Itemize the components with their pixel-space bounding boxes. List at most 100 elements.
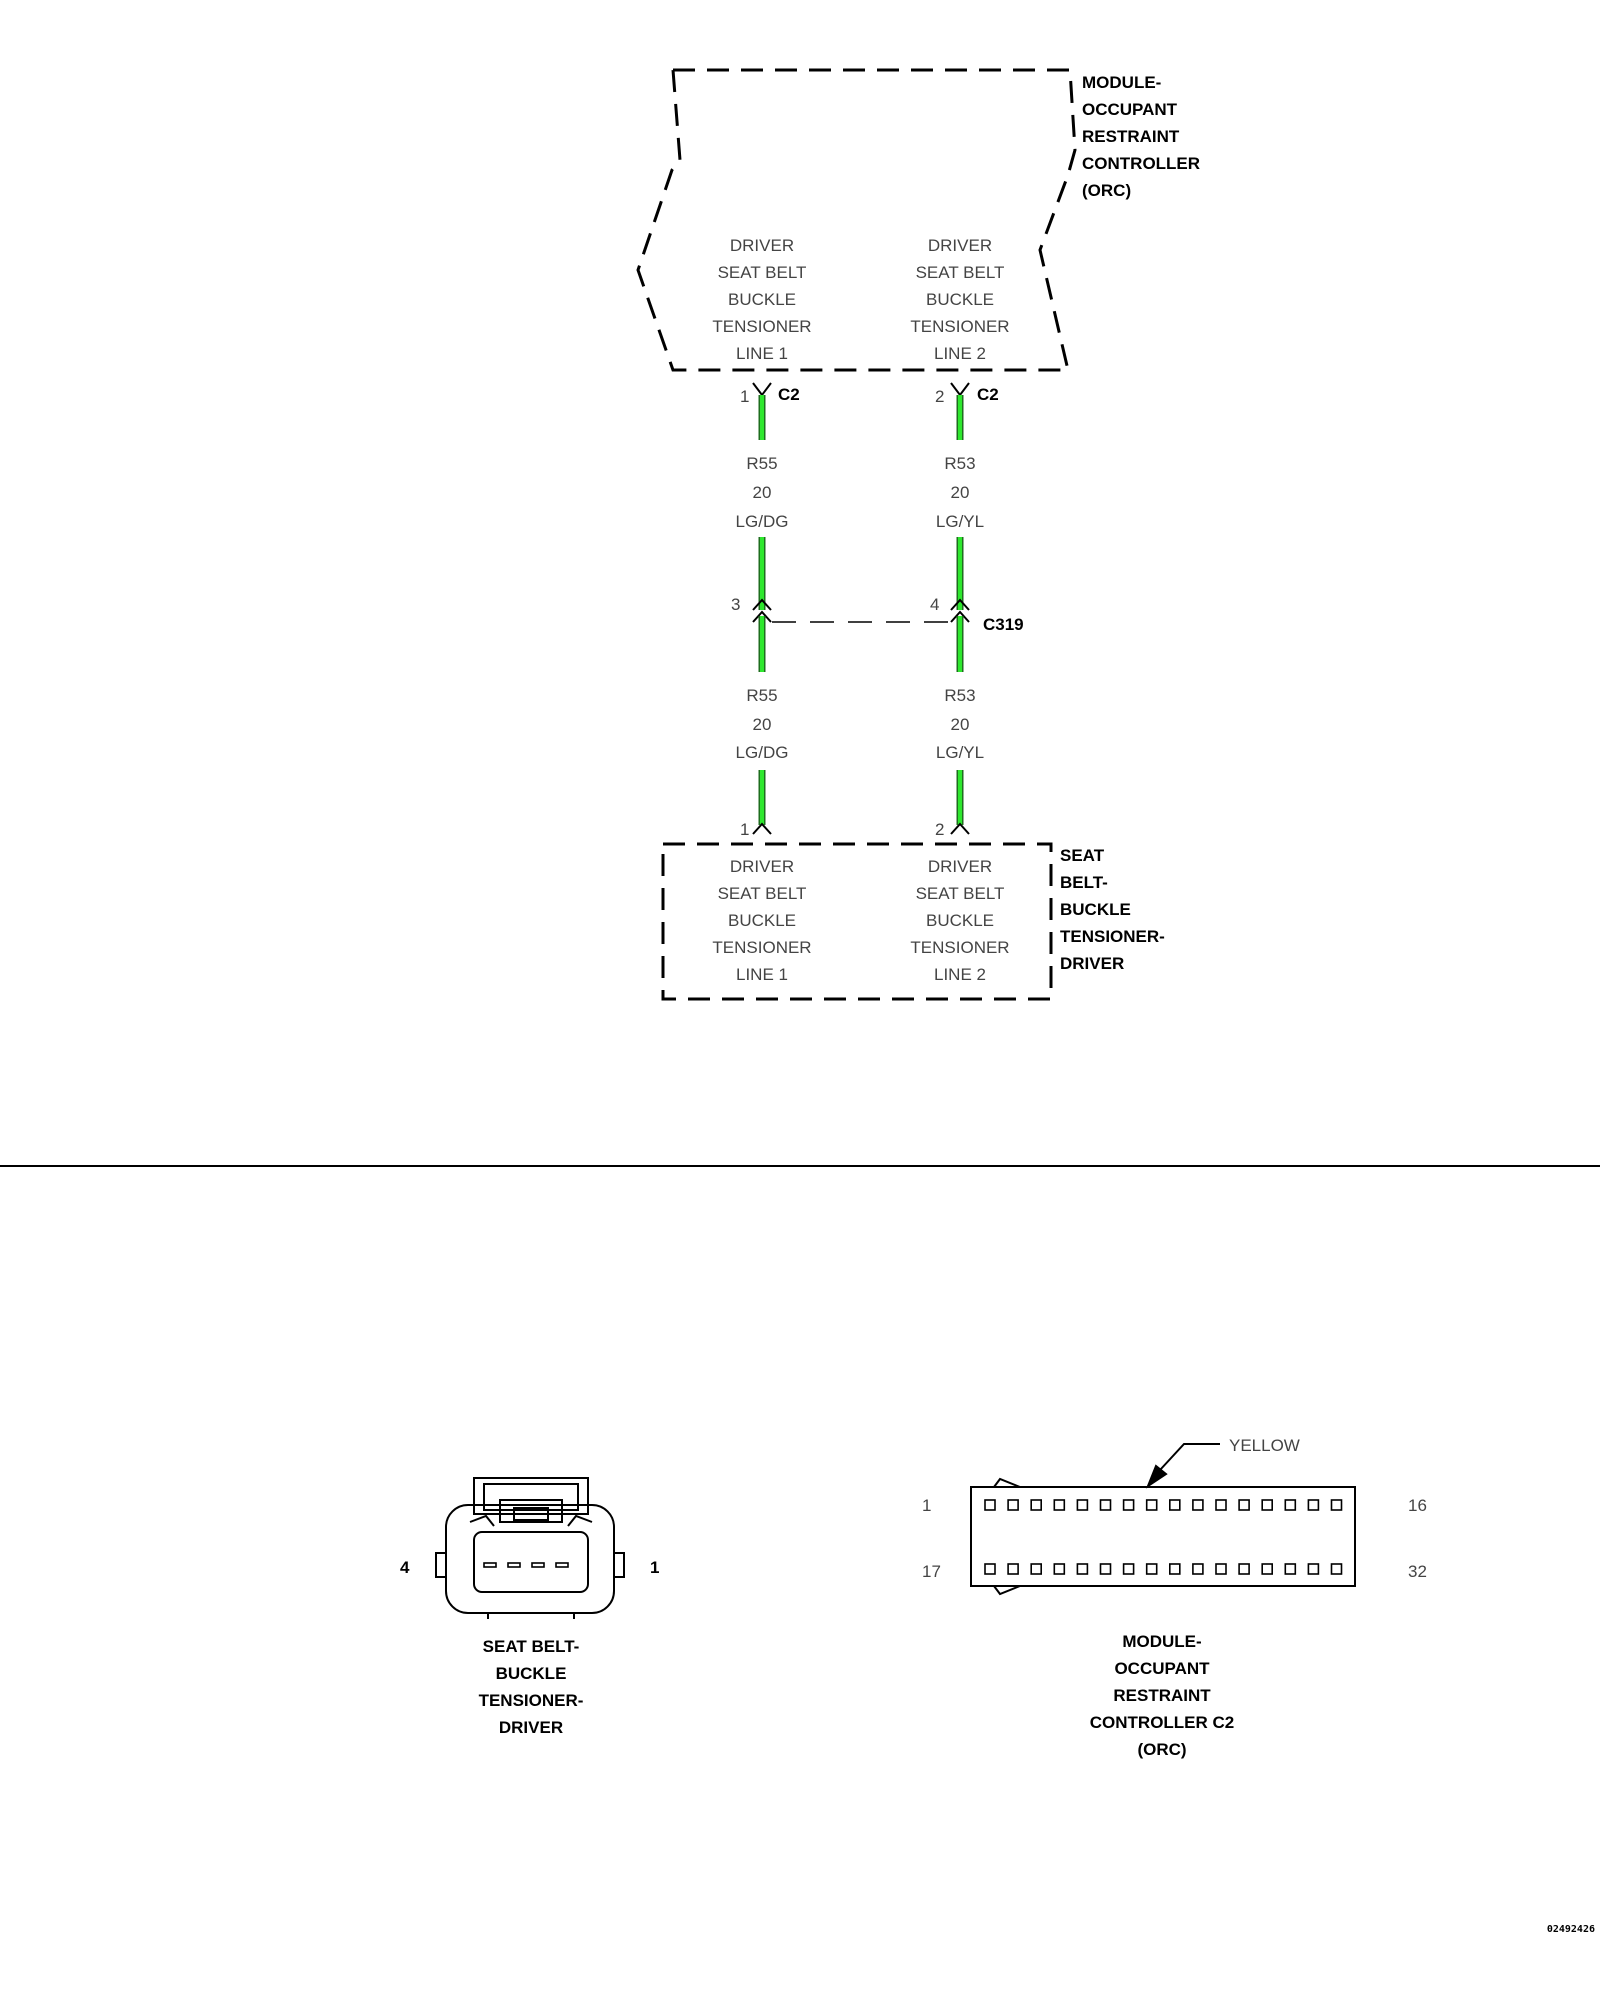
orc-c2-pin-cavity <box>1099 1499 1112 1511</box>
orc-c2-face-title-line: OCCUPANT <box>1114 1659 1210 1678</box>
tensioner-face-title: SEAT BELT- BUCKLE TENSIONER- DRIVER <box>479 1637 584 1737</box>
yellow-pointer-arrowhead <box>1145 1464 1168 1489</box>
orc-module: MODULE- OCCUPANT RESTRAINT CONTROLLER (O… <box>636 68 1200 372</box>
orc-c2-pin-cavity <box>1053 1563 1066 1575</box>
pin-label-line: LINE 1 <box>736 965 788 984</box>
tensioner-face-title-line: SEAT BELT- <box>483 1637 580 1656</box>
c2-label-left: C2 <box>778 385 800 404</box>
orc-c2-pin-cavity <box>1053 1499 1066 1511</box>
orc-c2-pin-cavity <box>984 1499 996 1511</box>
orc-c2-face-title-line: MODULE- <box>1122 1632 1201 1651</box>
orc-c2-pin-cavity <box>1330 1499 1343 1511</box>
orc-c2-connector-face: YELLOW 1 16 17 32 MODULE- OCCUPANT RESTR… <box>922 1436 1427 1759</box>
orc-c2-pin-cavity <box>1330 1563 1343 1575</box>
tensioner-face-tab-right <box>613 1552 625 1578</box>
connector-c319: 3 4 C319 <box>731 595 1024 634</box>
wire-lower-labels: R55 20 LG/DG R53 20 LG/YL <box>736 686 985 762</box>
tensioner-face-key <box>499 1499 563 1523</box>
orc-c2-pin-cavity <box>1284 1499 1297 1511</box>
tensioner-title-line: TENSIONER- <box>1060 927 1165 946</box>
c2-pin2-symbol <box>950 382 970 397</box>
pin-label-line: SEAT BELT <box>718 263 807 282</box>
orc-c2-face-body <box>970 1486 1356 1587</box>
pin-label-line: DRIVER <box>730 857 794 876</box>
pin-label-line: SEAT BELT <box>718 884 807 903</box>
tensioner-pin2-number: 2 <box>935 820 944 839</box>
orc-c2-pin-cavity <box>1307 1499 1320 1511</box>
tensioner-face-clip-left <box>469 1514 495 1527</box>
c319-pin3-symbol-lower <box>752 610 772 623</box>
tensioner-title-line: BELT- <box>1060 873 1108 892</box>
pin-label-line: BUCKLE <box>728 290 796 309</box>
wire-color-label: LG/YL <box>936 743 984 762</box>
orc-c2-pin-cavity <box>1307 1563 1320 1575</box>
tensioner-connector-face: 4 1 SEAT BELT- BUCKLE TENSIONER- DRIVER <box>400 1477 659 1737</box>
wire-color-label: LG/YL <box>936 512 984 531</box>
orc-c2-pin-cavity <box>1284 1563 1297 1575</box>
c319-pin3-symbol-upper <box>752 598 772 611</box>
orc-c2-pin-cavity <box>1145 1563 1158 1575</box>
orc-title-line: MODULE- <box>1082 73 1161 92</box>
pin-label-line: DRIVER <box>730 236 794 255</box>
tensioner-face-cavity <box>473 1531 589 1593</box>
orc-c2-pin-cavity <box>1122 1499 1135 1511</box>
c319-pin4-symbol-upper <box>950 598 970 611</box>
orc-c2-pin-cavity <box>1007 1499 1019 1511</box>
pin-label-line: LINE 1 <box>736 344 788 363</box>
tensioner-face-pin <box>507 1562 521 1568</box>
orc-c2-pin-cavity <box>1122 1563 1135 1575</box>
c2-label-right: C2 <box>977 385 999 404</box>
orc-module-title: MODULE- OCCUPANT RESTRAINT CONTROLLER (O… <box>1082 73 1200 200</box>
wire-upper-labels: R55 20 LG/DG R53 20 LG/YL <box>736 454 985 531</box>
pin-label-line: TENSIONER <box>712 938 811 957</box>
tensioner-face-pin1-number: 1 <box>650 1558 659 1577</box>
wire-gauge-label: 20 <box>753 483 772 502</box>
orc-c2-face-title-line: RESTRAINT <box>1113 1686 1211 1705</box>
tensioner-title-line: DRIVER <box>1060 954 1124 973</box>
wire-circuit-label: R55 <box>746 686 777 705</box>
connector-c2: 1 2 C2 C2 <box>740 382 999 406</box>
orc-c2-pin-cavity <box>1192 1563 1204 1575</box>
tensioner-face-pin <box>483 1562 497 1568</box>
tensioner-pin1-number: 1 <box>740 820 749 839</box>
orc-title-line: CONTROLLER <box>1082 154 1200 173</box>
orc-c2-pin-cavity <box>1007 1563 1019 1575</box>
tensioner-pin1-symbol <box>752 822 772 835</box>
orc-c2-face-latch-top <box>993 1477 1021 1488</box>
pin-label-line: DRIVER <box>928 857 992 876</box>
orc-c2-color-label: YELLOW <box>1229 1436 1300 1455</box>
tensioner-face-title-line: DRIVER <box>499 1718 563 1737</box>
orc-pin-label-line1: DRIVER SEAT BELT BUCKLE TENSIONER LINE 1 <box>712 236 811 363</box>
c319-pin4-symbol-lower <box>950 610 970 623</box>
tensioner-face-title-line: TENSIONER- <box>479 1691 584 1710</box>
orc-c2-face-title: MODULE- OCCUPANT RESTRAINT CONTROLLER C2… <box>1090 1632 1235 1759</box>
orc-c2-pin-cavity <box>1099 1563 1112 1575</box>
orc-c2-pin-cavity <box>1192 1499 1204 1511</box>
orc-c2-pin-cavity <box>1076 1563 1089 1575</box>
orc-c2-pin-cavity <box>1145 1499 1158 1511</box>
yellow-pointer-leader <box>1159 1443 1220 1471</box>
tensioner-face-clip-right <box>567 1514 593 1527</box>
orc-module-outline <box>636 68 1077 372</box>
tensioner-face-tab-left <box>435 1552 447 1578</box>
tensioner-face-key-slot <box>513 1507 549 1521</box>
tensioner-face-latch-inner <box>483 1483 579 1511</box>
orc-c2-pin-cavity <box>1076 1499 1089 1511</box>
tensioner-face-pin4-number: 4 <box>400 1558 410 1577</box>
c319-pin4-number: 4 <box>930 595 939 614</box>
wire-color-label: LG/DG <box>736 512 789 531</box>
wire-gauge-label: 20 <box>951 483 970 502</box>
orc-title-line: OCCUPANT <box>1082 100 1178 119</box>
c319-label: C319 <box>983 615 1024 634</box>
pin-label-line: DRIVER <box>928 236 992 255</box>
orc-c2-face-title-line: CONTROLLER C2 <box>1090 1713 1235 1732</box>
orc-title-line: (ORC) <box>1082 181 1131 200</box>
tensioner-title-line: SEAT <box>1060 846 1105 865</box>
orc-c2-pin-cavity <box>1215 1563 1227 1575</box>
orc-c2-face-latch-bottom <box>993 1585 1021 1596</box>
pin-label-line: BUCKLE <box>926 290 994 309</box>
tensioner-face-latch-outer <box>473 1477 589 1515</box>
tensioner-face-pin <box>555 1562 569 1568</box>
orc-c2-pin-cavity <box>1261 1563 1273 1575</box>
pin-label-line: BUCKLE <box>728 911 796 930</box>
